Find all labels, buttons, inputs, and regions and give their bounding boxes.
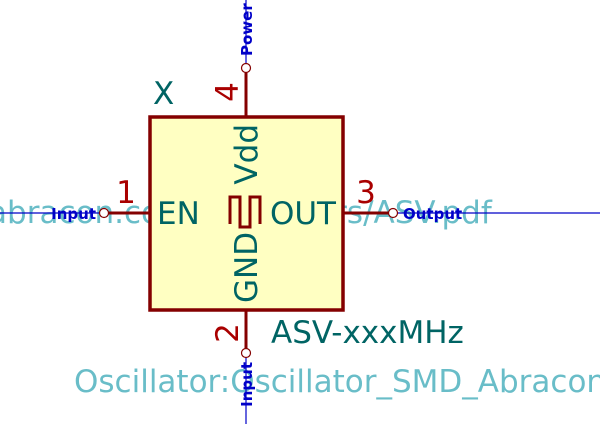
- net-label-left[interactable]: Input: [51, 205, 96, 223]
- pin-name-out: OUT: [270, 196, 337, 232]
- reference-designator[interactable]: X: [153, 76, 174, 112]
- pin-2-endpoint[interactable]: [240, 347, 252, 359]
- pins: [102, 66, 396, 355]
- footprint-field: Oscillator:Oscillator_SMD_Abracon_ASV-4P…: [74, 364, 600, 400]
- component-value[interactable]: ASV-xxxMHz: [271, 315, 464, 351]
- net-label-top[interactable]: Power: [238, 3, 256, 56]
- pin-1-endpoint[interactable]: [98, 207, 110, 219]
- net-label-bottom[interactable]: Input: [238, 362, 256, 407]
- pin-number-2: 2: [210, 323, 246, 343]
- oscillator-body[interactable]: [148, 115, 345, 312]
- pin-name-en: EN: [157, 196, 200, 232]
- pin-name-gnd: GND: [229, 232, 265, 303]
- pin-name-vdd: Vdd: [229, 124, 265, 185]
- pin-4-endpoint[interactable]: [240, 62, 252, 74]
- net-label-right[interactable]: Output: [403, 205, 462, 223]
- pin-number-1: 1: [116, 175, 136, 211]
- oscillator-square-wave-icon: [228, 195, 262, 229]
- pin-number-3: 3: [356, 175, 376, 211]
- pin-3-endpoint[interactable]: [387, 207, 399, 219]
- pin-number-4: 4: [210, 82, 246, 102]
- pin-endpoints: [98, 62, 399, 359]
